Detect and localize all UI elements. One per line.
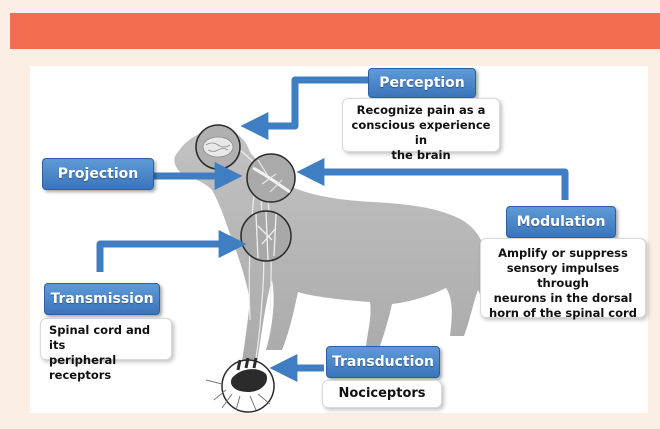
transmission-arrow [100,244,234,272]
perception-description: Recognize pain as a conscious experience… [342,98,500,152]
nerve-icon [241,211,291,261]
transduction-desc-line-1: Nociceptors [329,384,435,404]
perception-desc-line-1: Recognize pain as a [349,103,493,118]
brain-icon [196,125,240,169]
transmission-label: Transmission [44,283,160,315]
modulation-desc-line-2: sensory impulses through [487,261,639,291]
transduction-label: Transduction [326,346,440,378]
perception-label: Perception [368,68,476,98]
perception-desc-line-2: conscious experience in [349,118,493,148]
transmission-desc-line-2: peripheral receptors [49,353,165,383]
modulation-desc-line-1: Amplify or suppress [487,246,639,261]
modulation-label: Modulation [506,206,616,238]
modulation-description: Amplify or suppress sensory impulses thr… [480,238,646,318]
modulation-desc-line-4: horn of the spinal cord [487,306,639,321]
transmission-description: Spinal cord and its peripheral receptors [40,318,172,360]
paw-icon [206,358,274,412]
projection-label: Projection [42,158,154,190]
modulation-desc-line-3: neurons in the dorsal [487,291,639,306]
modulation-arrow [309,172,565,200]
spinal-cord-icon [247,154,295,202]
transduction-description: Nociceptors [322,380,442,408]
perception-desc-line-3: the brain [349,148,493,163]
transmission-desc-line-1: Spinal cord and its [49,323,165,353]
